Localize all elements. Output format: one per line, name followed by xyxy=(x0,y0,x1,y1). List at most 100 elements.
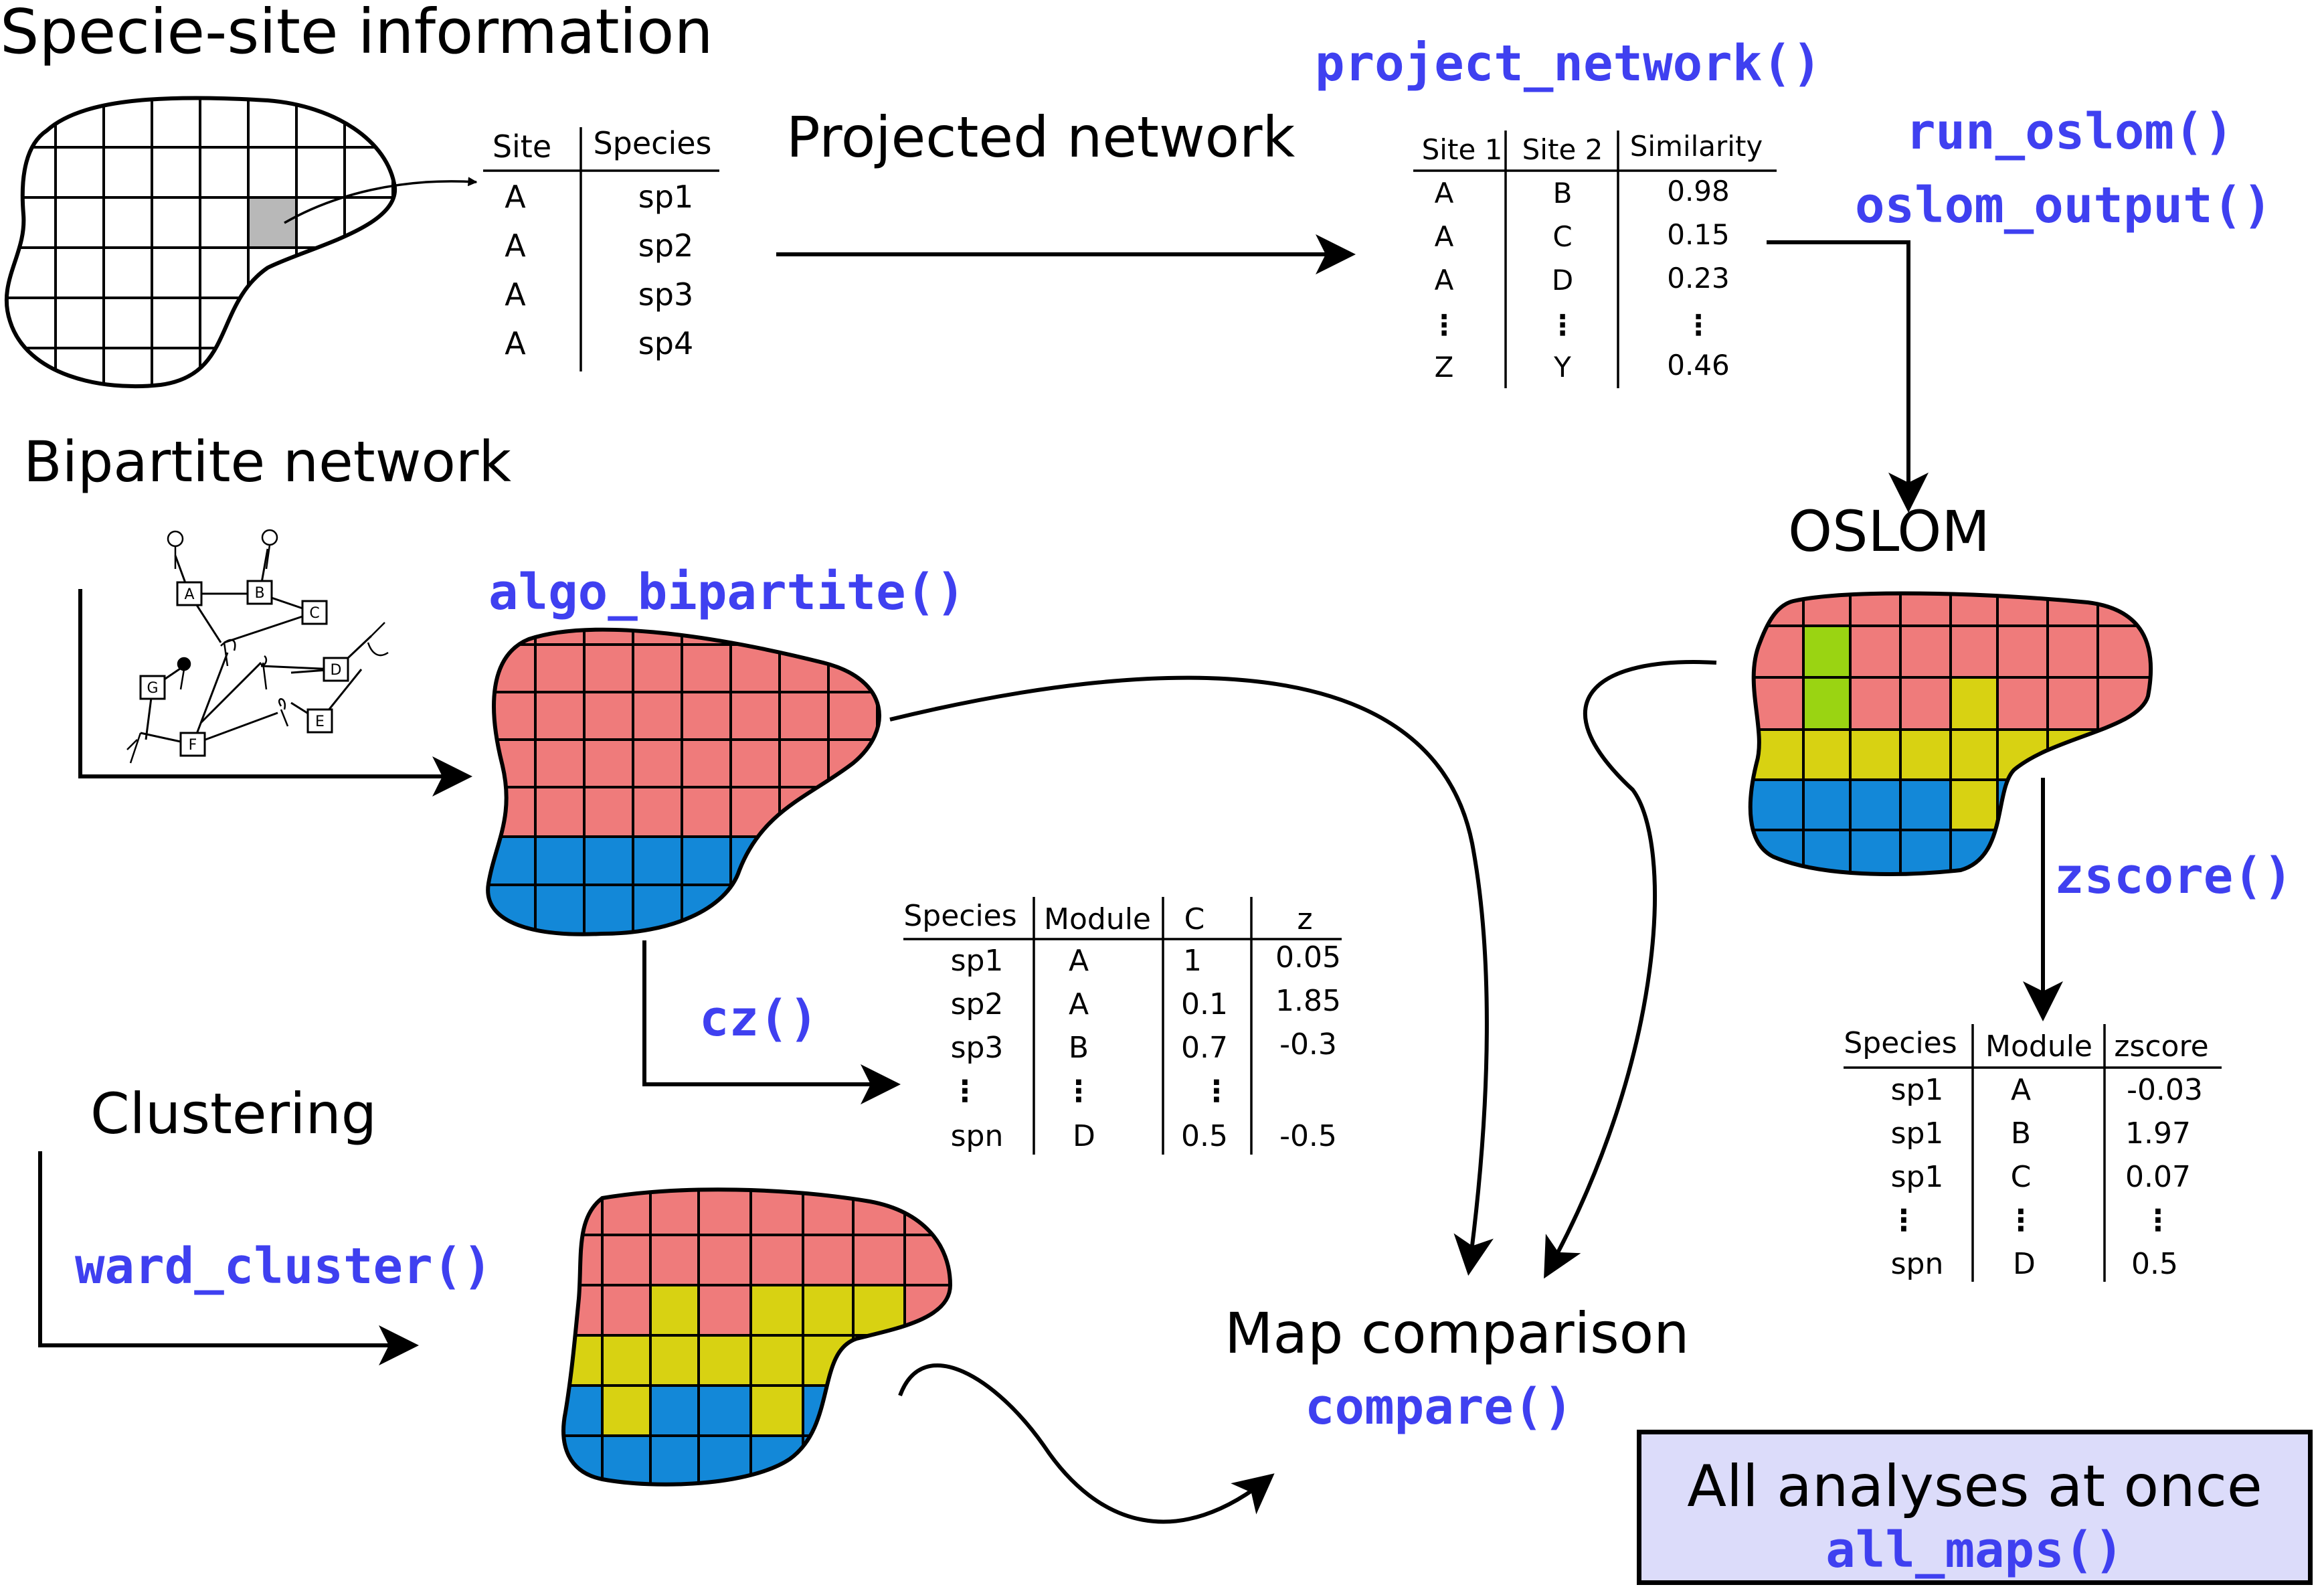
compare-function: compare() xyxy=(1305,1378,1573,1436)
zscore-table-lines xyxy=(1844,1024,2222,1282)
network-node-label: A xyxy=(184,586,194,603)
table-cell: C xyxy=(1552,220,1572,253)
table-cell: A xyxy=(505,179,526,215)
bipartite-module-map xyxy=(486,627,881,936)
bipartite-network-label: Bipartite network xyxy=(23,429,512,495)
table-cell: sp1 xyxy=(1891,1160,1944,1194)
table-cell: A xyxy=(1069,987,1089,1021)
oslom-module-map xyxy=(1748,591,2153,876)
table-header: Species xyxy=(1844,1026,1957,1060)
table-cell: ⋮ xyxy=(1889,1203,1918,1238)
table-cell: ⋮ xyxy=(2006,1203,2036,1238)
cz-function: cz() xyxy=(699,990,819,1048)
table-header: Similarity xyxy=(1630,130,1763,163)
table-header: z xyxy=(1297,902,1312,936)
table-cell: -0.5 xyxy=(1279,1119,1337,1153)
table-cell: ⋮ xyxy=(2143,1203,2173,1238)
cz-table-lines xyxy=(903,897,1342,1155)
ward-cluster-function: ward_cluster() xyxy=(75,1238,493,1295)
table-cell: 0.5 xyxy=(1181,1119,1228,1153)
table-header: Module xyxy=(1044,902,1151,936)
project-network-function: project_network() xyxy=(1315,35,1822,92)
table-cell: -0.3 xyxy=(1279,1027,1337,1062)
table-header: Species xyxy=(903,899,1016,933)
table-cell: sp1 xyxy=(1891,1073,1944,1107)
clustering-label: Clustering xyxy=(90,1081,377,1147)
table-cell: A xyxy=(2011,1073,2031,1107)
table-cell: sp3 xyxy=(638,276,693,313)
table-cell: 0.7 xyxy=(1181,1031,1228,1065)
table-cell: B xyxy=(2011,1116,2031,1151)
table-cell: D xyxy=(1552,264,1573,297)
bipartite-network-illustration: A B C D E F G xyxy=(126,529,389,764)
table-cell: A xyxy=(1435,220,1454,253)
table-header: Module xyxy=(1985,1029,2092,1064)
oslom-output-function: oslom_output() xyxy=(1855,177,2272,234)
arrow-cluster-to-compare xyxy=(898,1363,1275,1524)
table-cell: 0.23 xyxy=(1667,262,1730,295)
table-header: C xyxy=(1184,902,1205,936)
table-cell: D xyxy=(1073,1119,1095,1153)
all-analyses-box: All analyses at once all_maps() xyxy=(1637,1430,2313,1585)
table-cell: A xyxy=(505,276,526,313)
table-cell: ⋮ xyxy=(1548,309,1577,341)
run-oslom-function: run_oslom() xyxy=(1906,103,2234,161)
table-cell: sp2 xyxy=(951,987,1004,1021)
table-cell: C xyxy=(2011,1160,2032,1194)
table-cell: -0.03 xyxy=(2127,1073,2203,1107)
similarity-table-lines xyxy=(1413,131,1777,388)
table-cell: sp1 xyxy=(638,179,693,215)
table-cell: 0.46 xyxy=(1667,349,1730,382)
projected-network-label: Projected network xyxy=(786,104,1295,170)
table-cell: A xyxy=(505,325,526,361)
selected-site-cell xyxy=(248,197,296,248)
table-header: Site 1 xyxy=(1422,133,1503,166)
table-cell: Z xyxy=(1435,351,1454,384)
table-cell: sp2 xyxy=(638,228,693,264)
table-cell: ⋮ xyxy=(1430,309,1458,341)
table-cell: ⋮ xyxy=(1202,1074,1231,1108)
network-node-label: B xyxy=(254,585,264,602)
all-analyses-label: All analyses at once xyxy=(1687,1453,2262,1520)
specie-site-map xyxy=(4,96,478,389)
network-node-label: C xyxy=(309,605,319,622)
arrow-to-oslom xyxy=(1767,240,1929,513)
table-cell: A xyxy=(1435,264,1454,297)
table-cell: A xyxy=(1069,944,1089,978)
table-cell: 0.07 xyxy=(2125,1160,2191,1194)
table-cell: sp1 xyxy=(1891,1116,1944,1151)
table-cell: 0.05 xyxy=(1275,940,1341,975)
table-cell: ⋮ xyxy=(1684,309,1712,341)
table-cell: sp1 xyxy=(951,944,1004,978)
table-cell: B xyxy=(1069,1031,1089,1065)
algo-bipartite-function: algo_bipartite() xyxy=(488,564,966,621)
network-node-label: F xyxy=(189,737,197,754)
table-cell: D xyxy=(2013,1247,2036,1281)
table-cell: 0.1 xyxy=(1181,987,1228,1021)
table-cell: sp3 xyxy=(951,1031,1004,1065)
clustering-map xyxy=(561,1187,953,1487)
network-node-label: G xyxy=(147,680,158,697)
arrow-to-bipartite-map xyxy=(78,589,472,797)
all-maps-function: all_maps() xyxy=(1825,1521,2124,1579)
arrow-to-cluster-map xyxy=(38,1151,419,1365)
site-species-table-lines xyxy=(483,127,719,371)
arrow-to-cz-table xyxy=(642,940,901,1104)
table-cell: spn xyxy=(1891,1247,1944,1281)
cell-to-table-arrow xyxy=(284,177,478,224)
table-cell: 0.98 xyxy=(1667,175,1730,207)
table-cell: B xyxy=(1553,177,1573,210)
table-header: Site xyxy=(493,129,551,165)
oslom-label: OSLOM xyxy=(1788,499,1990,564)
table-cell: 0.5 xyxy=(2131,1247,2178,1281)
table-cell: A xyxy=(1435,177,1454,210)
network-node-label: D xyxy=(331,662,342,679)
arrow-bipartite-to-compare xyxy=(889,675,1494,1276)
table-cell: ⋮ xyxy=(950,1074,980,1108)
table-header: zscore xyxy=(2114,1029,2208,1064)
table-header: Site 2 xyxy=(1522,133,1603,166)
table-cell: 0.15 xyxy=(1667,218,1730,251)
specie-site-label: Specie-site information xyxy=(0,0,713,68)
zscore-function: zscore() xyxy=(2054,847,2293,905)
